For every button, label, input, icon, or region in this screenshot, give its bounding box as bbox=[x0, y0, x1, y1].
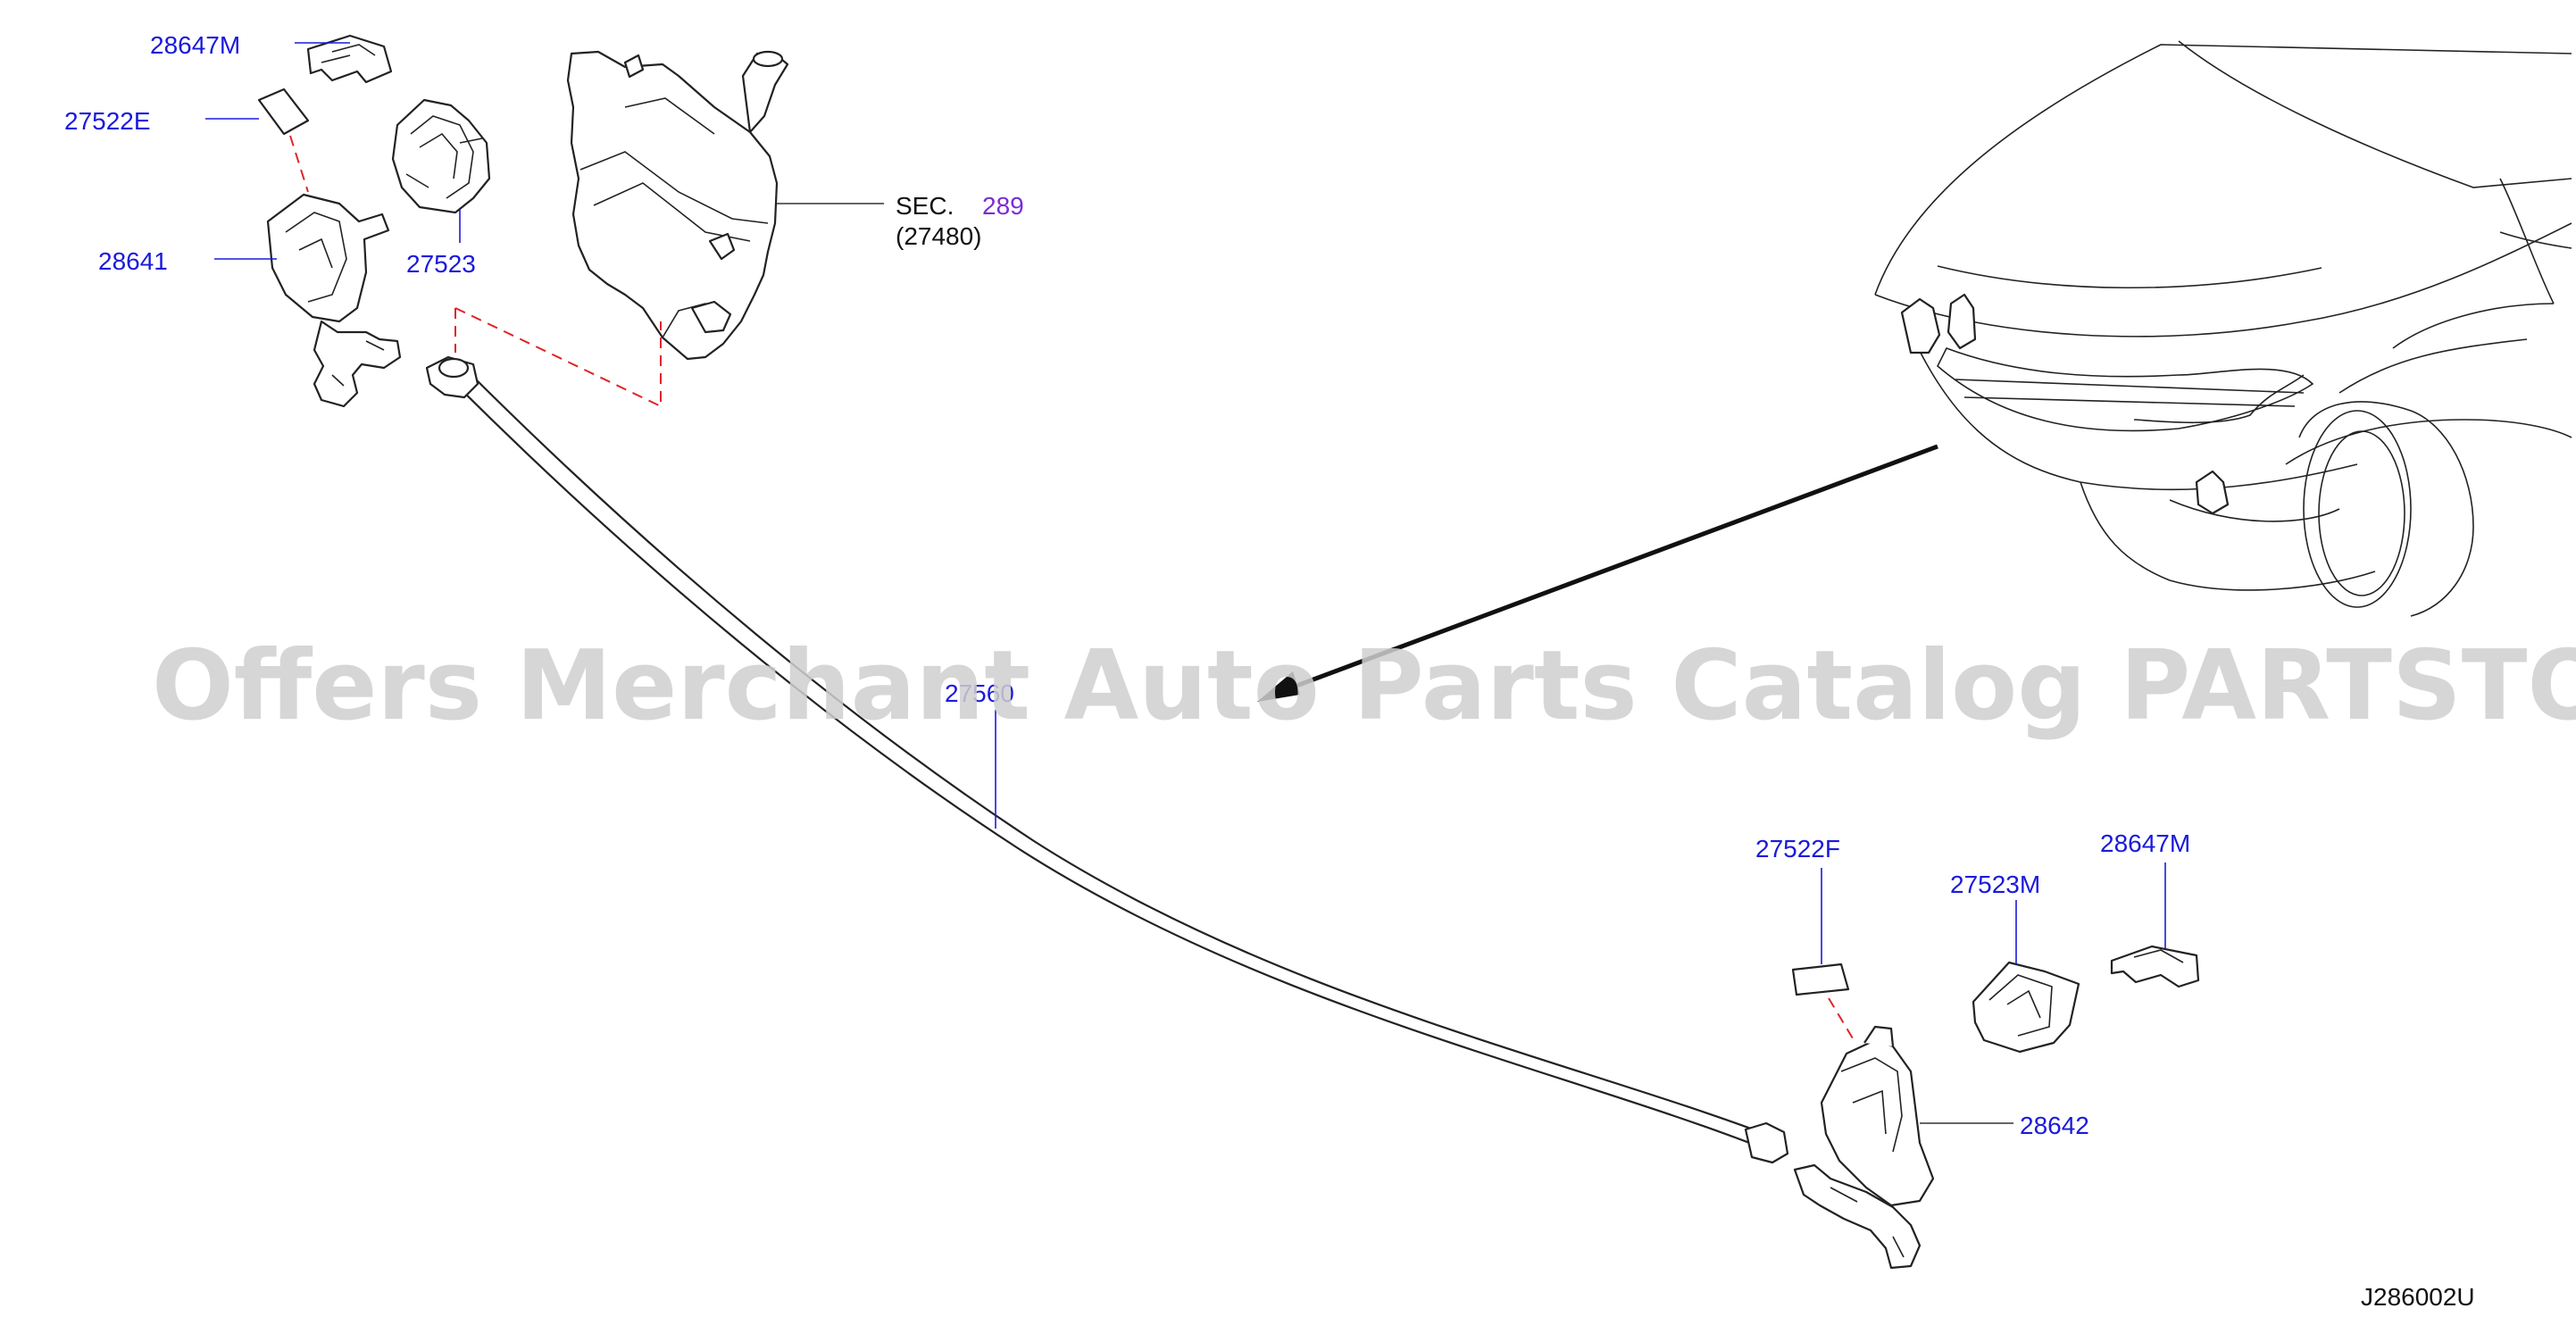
sec-label: SEC. bbox=[896, 192, 954, 220]
cap-27522f[interactable] bbox=[1791, 962, 1850, 996]
guide-27522e-to-28641 bbox=[289, 135, 309, 193]
cap-27522e[interactable] bbox=[257, 88, 310, 136]
vehicle-locator-illustration bbox=[1874, 40, 2572, 617]
guide-27522f-to-28642 bbox=[1828, 997, 1856, 1044]
callout-28642[interactable]: 28642 bbox=[2020, 1112, 2089, 1139]
sec-sub-27480: (27480) bbox=[896, 222, 982, 250]
callout-27523[interactable]: 27523 bbox=[406, 250, 476, 278]
sec-289-link[interactable]: 289 bbox=[982, 192, 1024, 220]
callout-28641[interactable]: 28641 bbox=[98, 247, 168, 275]
watermark: Offers Merchant Auto Parts Catalog PARTS… bbox=[152, 630, 2576, 742]
hose-27560[interactable] bbox=[425, 355, 1789, 1164]
callout-27522e[interactable]: 27522E bbox=[64, 107, 151, 135]
clip-28647m-bottom[interactable] bbox=[2110, 945, 2200, 988]
bracket-27523[interactable] bbox=[391, 98, 491, 214]
diagram-code: J286002U bbox=[2361, 1283, 2475, 1311]
callout-27523m[interactable]: 27523M bbox=[1950, 871, 2040, 898]
locator-arrow bbox=[1257, 444, 1938, 702]
washer-nozzle-28641[interactable] bbox=[266, 193, 402, 408]
clip-28647m-top[interactable] bbox=[306, 34, 393, 84]
callout-28647m-bottom[interactable]: 28647M bbox=[2100, 829, 2190, 857]
callout-28647m-top[interactable]: 28647M bbox=[150, 31, 240, 59]
washer-nozzle-28642[interactable] bbox=[1793, 1025, 1935, 1270]
bracket-27523m[interactable] bbox=[1972, 961, 2080, 1054]
guide-hose-to-tank bbox=[454, 307, 662, 408]
callout-27560[interactable]: 27560 bbox=[945, 679, 1014, 707]
washer-tank-sec-289[interactable] bbox=[566, 50, 789, 361]
callout-27522f[interactable]: 27522F bbox=[1755, 835, 1840, 862]
